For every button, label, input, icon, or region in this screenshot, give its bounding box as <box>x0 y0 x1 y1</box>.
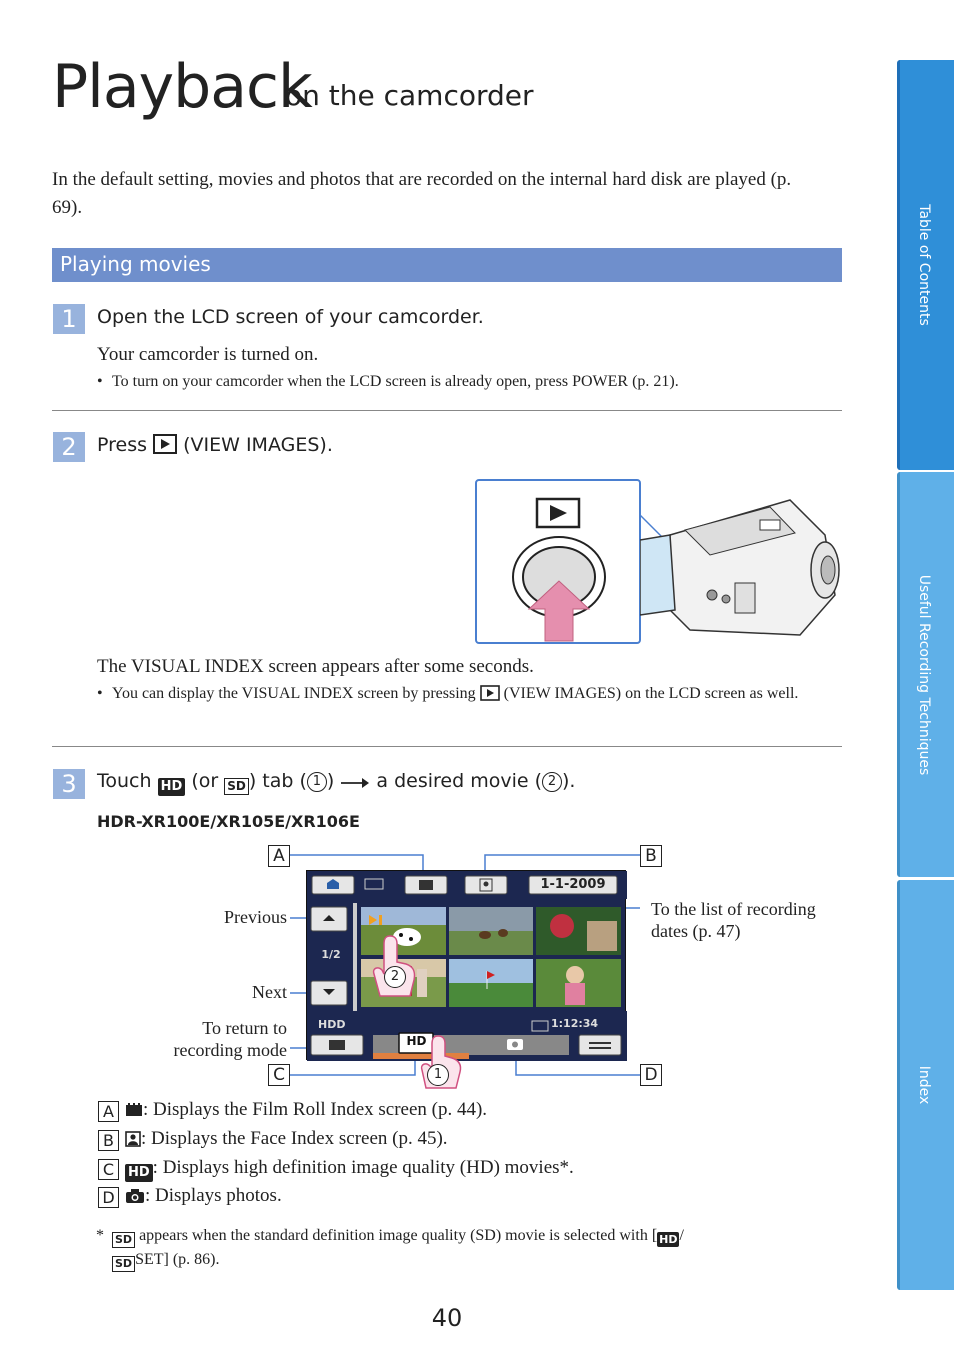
callout-box-a: A <box>268 845 290 867</box>
hd-icon: HD <box>157 778 186 796</box>
legend-box-a: A <box>98 1101 119 1122</box>
step-number-1: 1 <box>53 304 85 334</box>
legend-text-c: : Displays high definition image quality… <box>152 1157 574 1178</box>
step-number-3: 3 <box>53 769 85 799</box>
page-indicator: 1/2 <box>321 948 341 961</box>
dates-label: To the list of recording dates (p. 47) <box>651 898 851 942</box>
step-3-title-c: ) tab ( <box>248 770 307 792</box>
step-3-title-d: ) <box>326 770 335 792</box>
callout-box-b: B <box>640 845 662 867</box>
sd-icon: SD <box>224 778 249 795</box>
previous-label: Previous <box>224 907 287 927</box>
sd-icon: SD <box>112 1232 136 1248</box>
intro-paragraph: In the default setting, movies and photo… <box>52 169 792 218</box>
sidebar-tab-label: Index <box>915 1065 932 1105</box>
hd-icon: HD <box>657 1232 680 1247</box>
step-2-bullet-pre: You can display the VISUAL INDEX screen … <box>112 685 476 702</box>
legend-box-d: D <box>98 1187 119 1208</box>
step-2-title-post: (VIEW IMAGES). <box>183 434 333 456</box>
step-3-title-f: ). <box>562 770 576 792</box>
button-closeup <box>512 497 606 642</box>
section-title: Playing movies <box>60 252 211 276</box>
model-label: HDR-XR100E/XR105E/XR106E <box>97 812 360 831</box>
step-2-body: The VISUAL INDEX screen appears after so… <box>97 656 534 677</box>
step-1-title: Open the LCD screen of your camcorder. <box>97 306 484 328</box>
lcd-screen-graphics <box>307 871 627 1061</box>
step-3-title-e: a desired movie ( <box>376 770 542 792</box>
lcd-screen: 1-1-2009 1/2 HDD 1:12:34 HD <box>306 870 627 1061</box>
film-roll-icon <box>126 1103 142 1116</box>
step-2-title: Press (VIEW IMAGES). <box>97 434 333 456</box>
hd-tab[interactable]: HD <box>406 1034 427 1048</box>
circle-1-badge: 1 <box>427 1064 449 1086</box>
callout-box-d: D <box>640 1064 662 1086</box>
camcorder-illustration <box>639 495 840 640</box>
step-3-title-a: Touch <box>97 770 152 792</box>
step-1-body: Your camcorder is turned on. <box>97 344 319 365</box>
hd-icon: HD <box>125 1164 153 1182</box>
footnote-text-c: SET] (p. 86). <box>135 1251 220 1268</box>
section-header: Playing movies <box>52 248 842 282</box>
footnote-text-a: appears when the standard definition ima… <box>139 1227 658 1244</box>
date-button[interactable]: 1-1-2009 <box>540 877 606 892</box>
page-subtitle: on the camcorder <box>285 79 534 112</box>
sidebar-tab-table-of-contents[interactable]: Table of Contents <box>893 60 954 470</box>
legend-row-d: D : Displays photos. <box>98 1183 282 1209</box>
step-2-title-pre: Press <box>97 434 148 456</box>
legend-text-b: : Displays the Face Index screen (p. 45)… <box>141 1128 448 1149</box>
sidebar-tab-label: Useful Recording Techniques <box>915 574 932 775</box>
legend-box-b: B <box>98 1130 119 1151</box>
step-1-bullet-text: To turn on your camcorder when the LCD s… <box>112 373 679 390</box>
divider <box>52 410 842 411</box>
next-label: Next <box>252 982 287 1002</box>
time-indicator: 1:12:34 <box>551 1017 599 1030</box>
footnote-text-b: / <box>679 1227 684 1244</box>
divider <box>52 746 842 747</box>
legend-box-c: C <box>98 1159 119 1180</box>
step-number-2: 2 <box>53 432 85 462</box>
return-label-line1: To return to <box>202 1018 287 1038</box>
callout-box-c: C <box>268 1064 290 1086</box>
circle-2-icon: 2 <box>542 772 562 792</box>
media-indicator: HDD <box>318 1018 346 1031</box>
circle-2-badge: 2 <box>384 966 406 988</box>
sidebar-tab-useful-recording-techniques[interactable]: Useful Recording Techniques <box>893 472 954 877</box>
page-number: 40 <box>431 1304 463 1332</box>
legend-text-d: : Displays photos. <box>145 1185 282 1206</box>
return-label-line2: recording mode <box>173 1040 287 1060</box>
step-3-title-b: (or <box>191 770 219 792</box>
sd-icon: SD <box>112 1256 136 1272</box>
arrow-right-icon <box>341 778 370 788</box>
dates-label-line2: dates (p. 47) <box>651 921 741 941</box>
footnote-mark: * <box>96 1227 104 1244</box>
face-index-icon <box>125 1131 141 1147</box>
visual-index-diagram: A B C D Previous Next To return to recor… <box>0 840 894 1095</box>
legend-row-b: B : Displays the Face Index screen (p. 45… <box>98 1126 448 1152</box>
view-images-icon <box>153 434 178 454</box>
legend-row-c: C HD: Displays high definition image qual… <box>98 1155 574 1182</box>
view-images-button-illustration <box>475 479 641 644</box>
legend-row-a: A : Displays the Film Roll Index screen (… <box>98 1097 487 1123</box>
step-2-bullet-post: (VIEW IMAGES) on the LCD screen as well. <box>503 685 799 702</box>
return-label: To return to recording mode <box>140 1017 287 1061</box>
legend-text-a: : Displays the Film Roll Index screen (p… <box>143 1099 488 1120</box>
step-3-title: Touch HD (or SD) tab (1) a desired movie… <box>97 770 575 796</box>
circle-1-icon: 1 <box>306 772 327 792</box>
camcorder-icon <box>639 499 840 636</box>
camera-icon <box>126 1189 144 1203</box>
view-images-icon <box>479 685 500 701</box>
page-title: Playback <box>52 52 313 122</box>
sidebar-tab-index[interactable]: Index <box>893 880 954 1290</box>
dates-label-line1: To the list of recording <box>651 899 816 919</box>
sidebar-tab-label: Table of Contents <box>915 204 932 326</box>
